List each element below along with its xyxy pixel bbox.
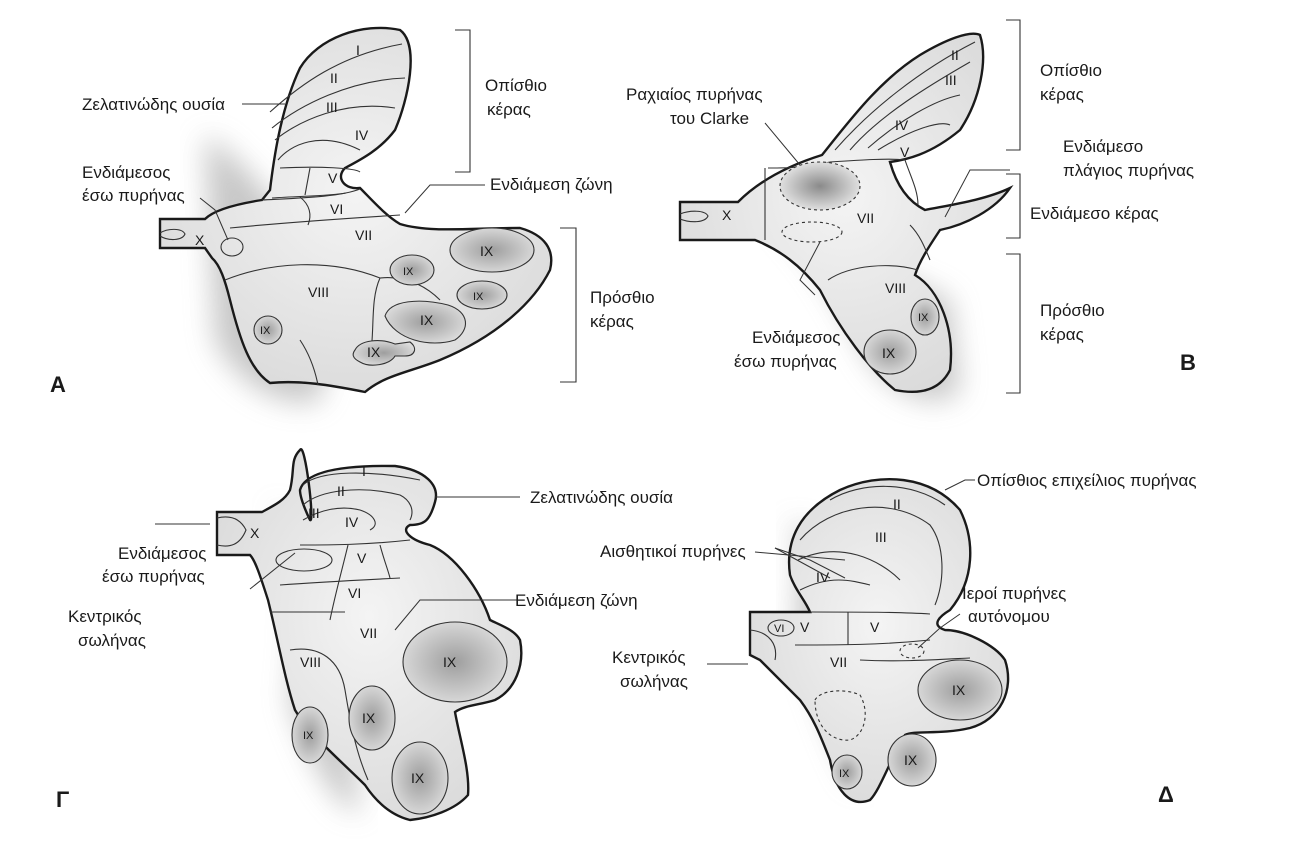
g-label-central-canal-1: Κεντρικός (68, 607, 142, 626)
d-label-posterior-marginal: Οπίσθιος επιχείλιος πυρήνας (977, 471, 1197, 490)
a-lamina-ix-3: IX (473, 291, 484, 303)
a-lamina-ix-2: IX (403, 266, 414, 278)
b-label-clarke-1: Ραχιαίος πυρήνας (626, 85, 763, 104)
a-lamina-ix-6: IX (260, 325, 271, 337)
g-lamina-x: X (250, 525, 260, 541)
b-lamina-ix-2: IX (882, 345, 896, 361)
a-label-anterior-horn-1: Πρόσθιο (590, 288, 655, 307)
b-label-posterior-horn-2: κέρας (1040, 85, 1084, 104)
g-lamina-iii: III (308, 505, 320, 521)
g-lamina-iv: IV (345, 514, 359, 530)
a-label-posterior-horn-2: κέρας (487, 100, 531, 119)
d-label-sensory-nuclei: Αισθητικοί πυρήνες (600, 542, 746, 561)
a-lamina-v: V (328, 170, 338, 186)
b-label-anterior-horn-1: Πρόσθιο (1040, 301, 1105, 320)
b-label-anterior-horn-2: κέρας (1040, 325, 1084, 344)
a-lamina-iv: IV (355, 127, 369, 143)
b-label-intermediolateral-2: πλάγιος πυρήνας (1063, 161, 1194, 180)
d-lamina-iii: III (875, 529, 887, 545)
a-lamina-vi: VI (330, 201, 343, 217)
a-label-posterior-horn-1: Οπίσθιο (485, 76, 547, 95)
a-lamina-ix-5: IX (367, 344, 381, 360)
d-lamina-ix-3: IX (839, 768, 850, 780)
b-label-intermediomedial-1: Ενδιάμεσος (752, 328, 840, 347)
g-lamina-ix-4: IX (411, 770, 425, 786)
g-lamina-ii: II (337, 483, 345, 499)
a-label-anterior-horn-2: κέρας (590, 312, 634, 331)
d-label-central-canal-2: σωλήνας (620, 672, 688, 691)
panel-a: I II III IV V VI VII VIII IX IX IX IX IX… (50, 28, 655, 403)
g-lamina-viii: VIII (300, 654, 321, 670)
d-lamina-v-1: V (800, 619, 810, 635)
g-lamina-i: I (362, 463, 366, 479)
d-lamina-ix-1: IX (952, 682, 966, 698)
b-label-intermediomedial-2: έσω πυρήνας (734, 352, 837, 371)
a-label-substantia-gelatinosa: Ζελατινώδης ουσία (82, 95, 225, 114)
g-lamina-v: V (357, 550, 367, 566)
b-lamina-iv: IV (895, 117, 909, 133)
a-panel-letter: A (50, 372, 66, 397)
a-label-intermediomedial-2: έσω πυρήνας (82, 186, 185, 205)
g-panel-letter: Γ (56, 787, 69, 812)
d-lamina-vii: VII (830, 654, 847, 670)
a-lamina-viii: VIII (308, 284, 329, 300)
d-panel-letter: Δ (1158, 782, 1174, 807)
a-lamina-x: X (195, 232, 205, 248)
d-label-central-canal-1: Κεντρικός (612, 648, 686, 667)
a-lamina-iii: III (326, 99, 338, 115)
b-lamina-ii: II (951, 47, 959, 63)
d-lamina-v-2: V (870, 619, 880, 635)
g-lamina-vi: VI (348, 585, 361, 601)
panel-d: II III IV V V VI VII IX IX IX Οπίσθιος ε… (600, 471, 1197, 807)
panel-d-outline (750, 479, 1008, 802)
b-lamina-v: V (900, 144, 910, 160)
b-label-intermediolateral-1: Ενδιάμεσο (1063, 137, 1143, 156)
b-label-clarke-2: του Clarke (670, 109, 749, 128)
a-lamina-ix-1: IX (480, 243, 494, 259)
a-lamina-vii: VII (355, 227, 372, 243)
b-lamina-vii: VII (857, 210, 874, 226)
g-lamina-ix-3: IX (303, 730, 314, 742)
b-lamina-ix-1: IX (918, 312, 929, 324)
g-label-intermediate-zone: Ενδιάμεση ζώνη (515, 591, 638, 610)
a-lamina-ix-4: IX (420, 312, 434, 328)
g-label-intermediomedial-1: Ενδιάμεσος (118, 544, 206, 563)
d-lamina-ix-2: IX (904, 752, 918, 768)
d-lamina-ii: II (893, 496, 901, 512)
b-lamina-x: X (722, 207, 732, 223)
d-lamina-vi: VI (774, 623, 784, 635)
b-panel-letter: B (1180, 350, 1196, 375)
g-label-central-canal-2: σωλήνας (78, 631, 146, 650)
b-label-posterior-horn-1: Οπίσθιο (1040, 61, 1102, 80)
g-label-substantia-gelatinosa: Ζελατινώδης ουσία (530, 488, 673, 507)
b-lamina-viii: VIII (885, 280, 906, 296)
g-lamina-vii: VII (360, 625, 377, 641)
a-lamina-ii: II (330, 70, 338, 86)
a-label-intermediomedial-1: Ενδιάμεσος (82, 163, 170, 182)
a-lamina-i: I (356, 42, 360, 58)
g-label-intermediomedial-2: έσω πυρήνας (102, 567, 205, 586)
g-lamina-ix-1: IX (443, 654, 457, 670)
a-label-intermediate-zone: Ενδιάμεση ζώνη (490, 175, 613, 194)
b-lamina-iii: III (945, 72, 957, 88)
d-label-sacral-autonomic-2: αυτόνομου (968, 607, 1050, 626)
g-lamina-ix-2: IX (362, 710, 376, 726)
panel-g: I II III IV V VI VII VIII IX IX IX IX X … (56, 449, 673, 820)
d-label-sacral-autonomic-1: Ιεροί πυρήνες (962, 584, 1066, 603)
panel-b: II III IV V VII VIII IX IX X Ραχιαίος πυ… (626, 20, 1196, 400)
b-label-lateral-horn: Ενδιάμεσο κέρας (1030, 204, 1159, 223)
